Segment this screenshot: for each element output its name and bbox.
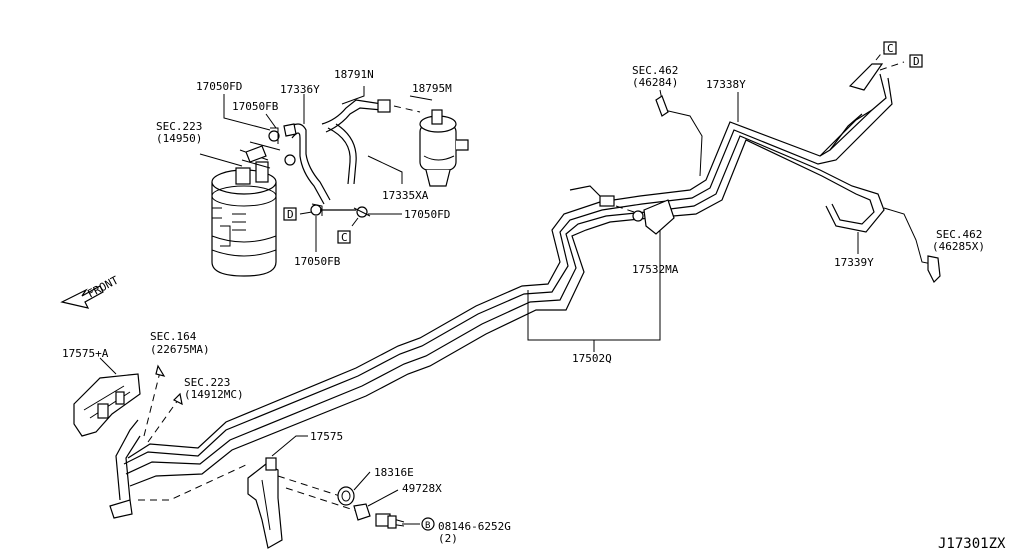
box-c-1: [337, 230, 351, 244]
label-sec-462-b: SEC.462: [936, 228, 982, 241]
label-sec-164-ref: (22675MA): [150, 343, 210, 356]
dash-to-bracket: [138, 463, 361, 513]
bracket-17575a: [73, 357, 141, 437]
label-group: 17050FD 17336Y 18791N 18795M 17050FB SEC…: [62, 42, 1006, 552]
label-sec-223-a: SEC.223: [156, 120, 202, 133]
label-18316e: 18316E: [374, 466, 414, 479]
label-17050fd-a: 17050FD: [196, 80, 242, 93]
tube-assembly-17502q: [109, 73, 893, 519]
bolt-b-circle: [421, 517, 435, 531]
label-bolt-b: B: [425, 521, 430, 531]
arrows-sec: [143, 364, 183, 443]
label-08146-qty: (2): [438, 532, 458, 545]
label-sec-462-a-ref: (46284): [632, 76, 678, 89]
label-sec-462-a: SEC.462: [632, 64, 678, 77]
label-08146: 08146-6252G: [438, 520, 511, 533]
label-sec-164: SEC.164: [150, 330, 197, 343]
label-box-c-1: C: [341, 231, 348, 244]
label-sec-223-b-ref: (14912MC): [184, 388, 244, 401]
label-18791n: 18791N: [334, 68, 374, 81]
label-17050fb-b: 17050FB: [294, 255, 341, 268]
connector-top-right: [848, 49, 905, 91]
leaders-right-area: [527, 92, 859, 352]
sensor-wire-46284: [655, 89, 703, 177]
label-box-d-2: D: [913, 55, 920, 68]
clip-17050fd-b: [353, 206, 371, 218]
front-arrow: [60, 285, 104, 309]
box-c-2: [883, 41, 897, 55]
leaders-canister-area: [199, 86, 433, 252]
label-17532ma: 17532MA: [632, 263, 679, 276]
hose-18791n: [321, 99, 391, 185]
label-17050fd-b: 17050FD: [404, 208, 450, 221]
clip-17050fb-upper: [284, 154, 296, 166]
label-17575a: 17575+A: [62, 347, 109, 360]
dash-18795m: [393, 105, 421, 113]
grommet-18316e: [337, 471, 371, 506]
diagram-id: J17301ZX: [938, 536, 1006, 552]
label-sec-462-b-ref: (46285X): [932, 240, 985, 253]
label-17336y: 17336Y: [280, 83, 320, 96]
box-d-1: [283, 207, 297, 221]
label-18795m: 18795M: [412, 82, 452, 95]
bracket-17575: [247, 435, 308, 549]
sensor-wire-46285x: [883, 207, 941, 284]
label-17502q: 17502Q: [572, 352, 612, 365]
label-17335xa: 17335XA: [382, 189, 429, 202]
label-17050fb-a: 17050FB: [232, 100, 279, 113]
label-17575: 17575: [310, 430, 343, 443]
evap-canister: [211, 141, 281, 277]
label-front: FRONT: [85, 273, 121, 300]
label-sec-223-a-ref: (14950): [156, 132, 202, 145]
clip-49728x: [353, 489, 399, 521]
label-box-c-2: C: [887, 42, 894, 55]
sensor-17532ma: [569, 185, 675, 235]
label-49728x: 49728X: [402, 482, 442, 495]
clip-17050fb-a: [268, 127, 280, 144]
hose-17336y: [283, 123, 331, 205]
label-17338y: 17338Y: [706, 78, 746, 91]
box-d-2: [909, 54, 923, 68]
label-sec-223-b: SEC.223: [184, 376, 230, 389]
label-box-d-1: D: [287, 208, 294, 221]
bolt-08146: [375, 513, 420, 529]
label-17339y: 17339Y: [834, 256, 874, 269]
valve-18795m: [419, 109, 469, 187]
